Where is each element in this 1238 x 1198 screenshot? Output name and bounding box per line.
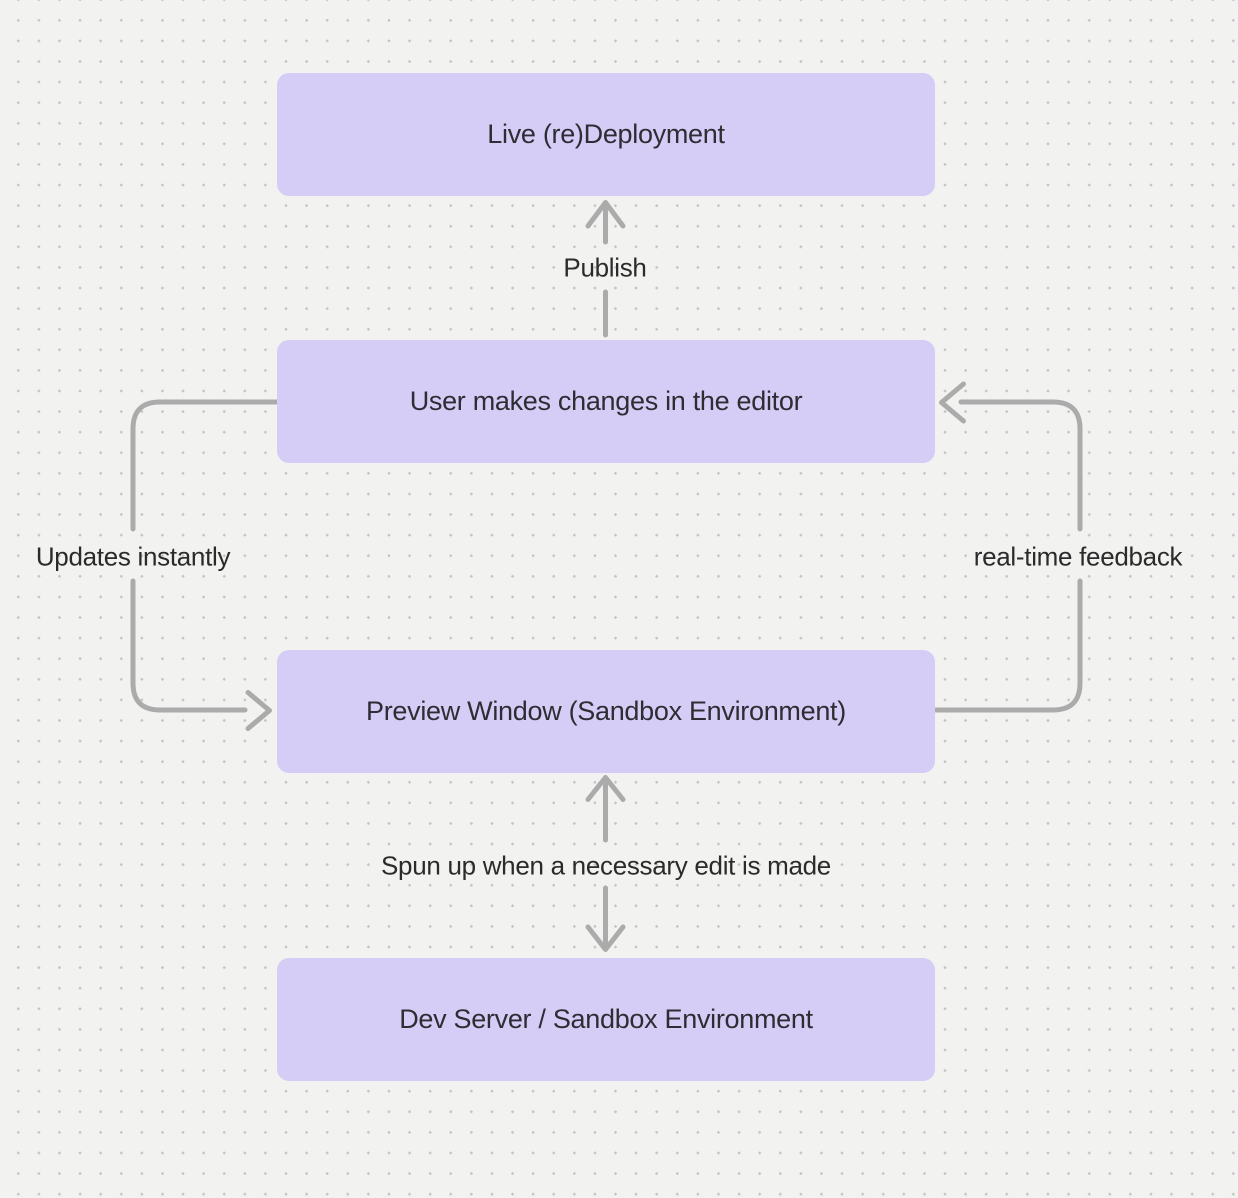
arrow-up-icon xyxy=(585,775,626,802)
edge-label-realtime-feedback: real-time feedback xyxy=(973,541,1183,572)
node-live-redeployment: Live (re)Deployment xyxy=(277,73,935,196)
edge-realtime-feedback-lower xyxy=(933,578,1083,713)
arrow-up-icon xyxy=(585,200,626,229)
edge-realtime-feedback-upper xyxy=(958,399,1083,532)
edge-label-publish: Publish xyxy=(563,252,647,283)
node-user-editor: User makes changes in the editor xyxy=(277,340,935,463)
edge-updates-instantly-upper xyxy=(130,399,280,532)
node-label: Dev Server / Sandbox Environment xyxy=(399,1004,813,1034)
edge-label-updates-instantly: Updates instantly xyxy=(35,541,231,572)
node-label: Preview Window (Sandbox Environment) xyxy=(366,696,846,726)
edge-updates-instantly-lower xyxy=(130,578,248,713)
edge-label-spun-up: Spun up when a necessary edit is made xyxy=(381,850,831,881)
arrow-left-icon xyxy=(939,381,966,424)
node-dev-server: Dev Server / Sandbox Environment xyxy=(277,958,935,1081)
node-label: Live (re)Deployment xyxy=(487,119,725,149)
arrow-down-icon xyxy=(585,924,626,952)
node-label: User makes changes in the editor xyxy=(409,386,803,416)
node-preview-window: Preview Window (Sandbox Environment) xyxy=(277,650,935,773)
arrow-right-icon xyxy=(245,690,272,731)
